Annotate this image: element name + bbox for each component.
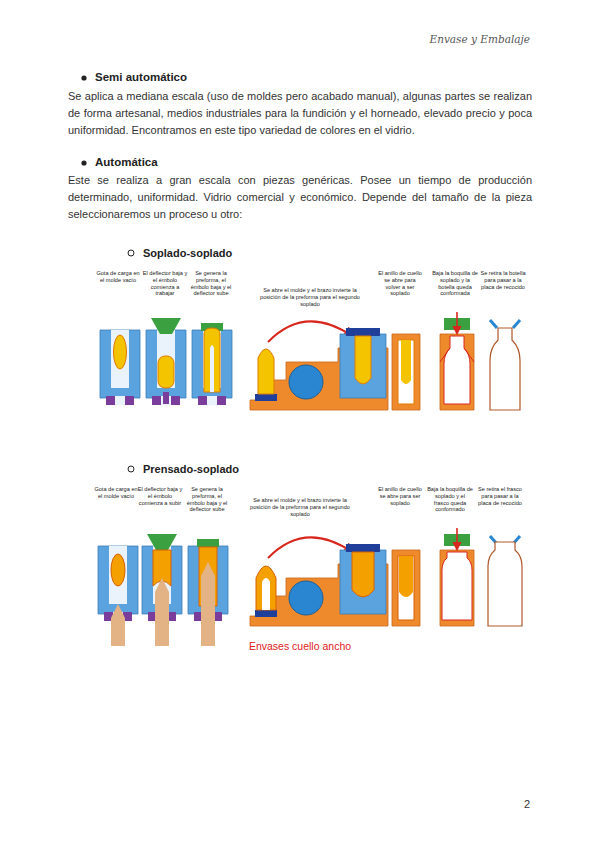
- step-caption: Se retira el frasco para pasar a la plac…: [477, 486, 523, 506]
- body-paragraph: Este se realiza a gran escala con piezas…: [68, 172, 532, 223]
- section-heading: Semi automático: [95, 71, 395, 83]
- step-caption: Gota de carga en el molde vacío: [95, 270, 141, 284]
- figure-note: Envases cuello ancho: [230, 640, 370, 652]
- step-caption: Se genera la preforma, el émbolo baja y …: [188, 270, 234, 297]
- subsection-heading: Soplado-soplado: [143, 247, 393, 259]
- step-caption: El deflector baja y el émbolo comienza a…: [137, 486, 183, 506]
- step-caption: Se abre el molde y el brazo invierte la …: [258, 287, 362, 307]
- step-caption: El anillo de cuello se abre para volver …: [378, 270, 422, 297]
- step-caption: Gota de carga en el molde vacío: [93, 486, 139, 500]
- step-caption: El deflector baja y el émbolo comienza a…: [142, 270, 188, 297]
- step-caption: El anillo de cuello se abre para ser sop…: [378, 486, 422, 506]
- section-heading: Automática: [95, 156, 395, 168]
- page-number: 2: [490, 798, 530, 810]
- subsection-heading: Prensado-soplado: [143, 463, 393, 475]
- step-caption: Se genera la preforma, el émbolo baja y …: [184, 486, 230, 513]
- body-paragraph: Se aplica a mediana escala (uso de molde…: [68, 88, 532, 139]
- step-caption: Se abre el molde y el brazo invierte la …: [248, 497, 352, 517]
- step-caption: Baja la boquilla de soplado y la botella…: [432, 270, 478, 297]
- step-caption: Baja la boquilla de soplado y el frasco …: [427, 486, 473, 513]
- step-caption: Se retira la botella para pasar a la pla…: [480, 270, 526, 290]
- page-header: Envase y Embalaje: [400, 33, 530, 45]
